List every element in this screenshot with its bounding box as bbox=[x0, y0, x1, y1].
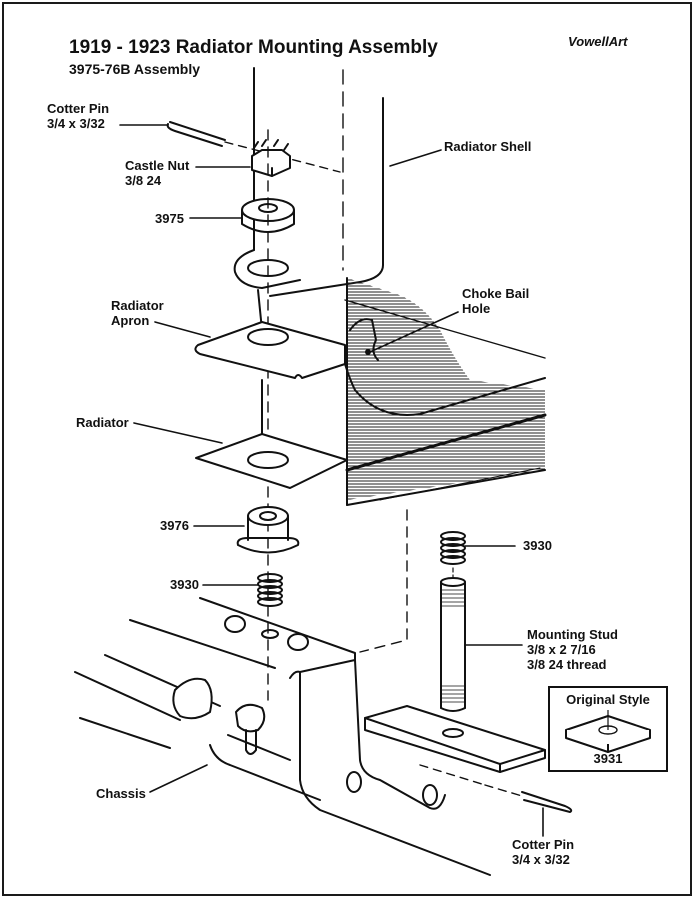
leader-lines bbox=[119, 124, 544, 837]
label-spec: 3/8 24 bbox=[125, 173, 162, 188]
label-cotter-pin-top: Cotter Pin 3/4 x 3/32 bbox=[47, 101, 109, 131]
radiator-base-plate bbox=[195, 379, 348, 489]
label-radiator: Radiator bbox=[76, 415, 129, 430]
label-radiator-apron: Radiator Apron bbox=[111, 298, 164, 328]
label-spring-3930-right: 3930 bbox=[523, 538, 552, 553]
label-name: Cotter Pin bbox=[512, 837, 575, 852]
spring-3930-left bbox=[257, 573, 283, 607]
radiator-core bbox=[345, 277, 547, 506]
radiator-shell bbox=[253, 67, 384, 297]
label-radiator-shell: Radiator Shell bbox=[444, 139, 532, 154]
label-spec1: 3/8 x 2 7/16 bbox=[527, 642, 596, 657]
page-subtitle: 3975-76B Assembly bbox=[69, 61, 201, 77]
square-washer-3931 bbox=[565, 710, 651, 753]
spring-plate bbox=[364, 705, 546, 773]
label-mounting-stud: Mounting Stud 3/8 x 2 7/16 3/8 24 thread bbox=[527, 627, 618, 672]
artist-credit: VowellArt bbox=[568, 34, 628, 49]
label-part-3976: 3976 bbox=[160, 518, 189, 533]
label-line1: Radiator bbox=[111, 298, 164, 313]
label-cotter-pin-bottom: Cotter Pin 3/4 x 3/32 bbox=[512, 837, 574, 867]
label-spec2: 3/8 24 thread bbox=[527, 657, 607, 672]
label-spec: 3/4 x 3/32 bbox=[47, 116, 105, 131]
chassis-frame bbox=[74, 597, 491, 876]
bushing-3976 bbox=[236, 506, 300, 554]
cotter-pin-bottom bbox=[419, 764, 573, 813]
radiator-apron bbox=[194, 299, 546, 416]
page-title: 1919 - 1923 Radiator Mounting Assembly bbox=[69, 37, 438, 58]
mounting-stud bbox=[440, 567, 466, 712]
label-line2: Hole bbox=[462, 301, 491, 316]
castle-nut bbox=[251, 139, 291, 177]
label-name: Castle Nut bbox=[125, 158, 190, 173]
label-chassis: Chassis bbox=[96, 786, 146, 801]
label-name: Cotter Pin bbox=[47, 101, 110, 116]
label-line1: Choke Bail bbox=[462, 286, 530, 301]
label-line2: Apron bbox=[111, 313, 150, 328]
spring-3930-right bbox=[440, 531, 466, 565]
label-castle-nut: Castle Nut 3/8 24 bbox=[125, 158, 189, 188]
label-choke-bail-hole: Choke Bail Hole bbox=[462, 286, 529, 316]
label-name: Mounting Stud bbox=[527, 627, 618, 642]
label-spring-3930-left: 3930 bbox=[170, 577, 199, 592]
inset-part-number: 3931 bbox=[593, 751, 623, 766]
inset-heading: Original Style bbox=[566, 692, 650, 707]
label-spec: 3/4 x 3/32 bbox=[512, 852, 570, 867]
original-style-inset: Original Style 3931 bbox=[548, 686, 668, 772]
label-part-3975: 3975 bbox=[155, 211, 184, 226]
